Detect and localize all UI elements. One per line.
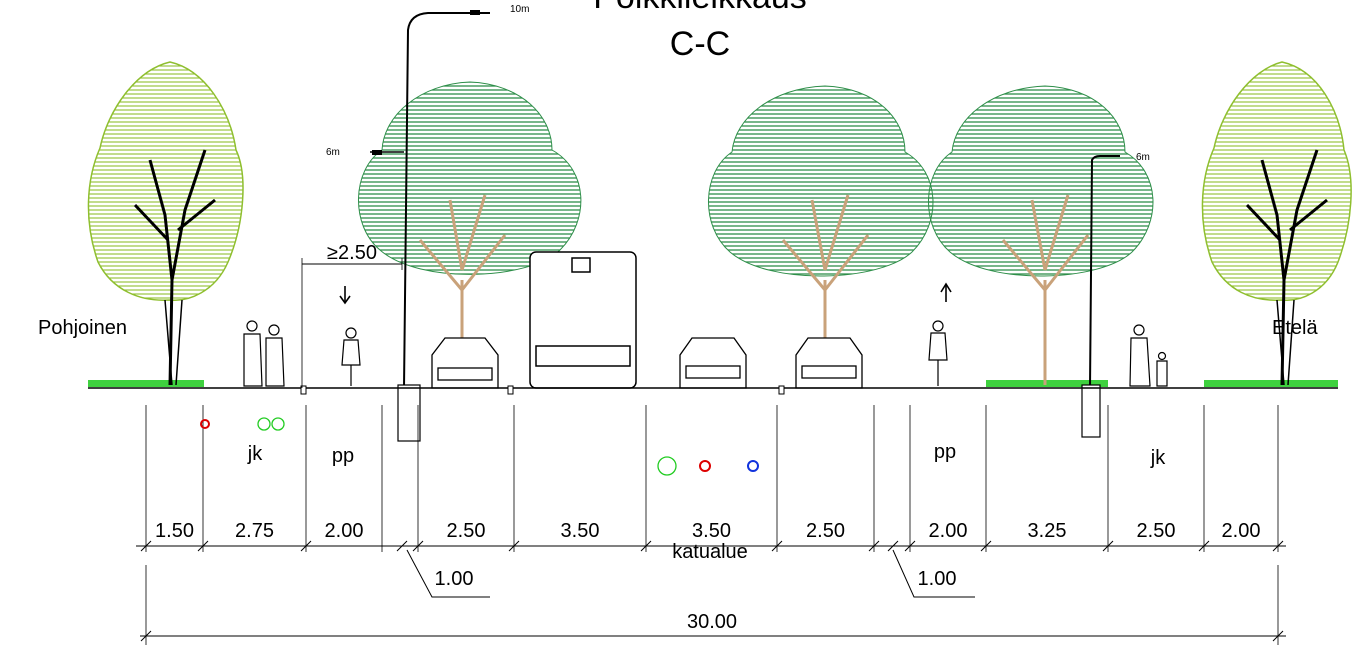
total-width-dimension: 30.00	[140, 565, 1286, 645]
pedestrians-right	[1129, 324, 1168, 387]
cyclist-right	[928, 320, 948, 386]
lane-width-label: 2.50	[447, 520, 486, 542]
grass-right	[1204, 380, 1338, 387]
lane-width-chain: 1.50 2.75 2.00 2.50 3.50 3.50 2.50 2.00 3.25 2.50…	[136, 520, 1286, 552]
utility-red-marker	[200, 419, 210, 429]
dimension-tick	[1272, 540, 1284, 552]
tree-street-2	[708, 85, 934, 385]
arrow-up-icon	[940, 282, 952, 302]
sub-width-left-label: 1.00	[435, 568, 474, 590]
street-area-label: katualue	[672, 541, 748, 563]
arrow-down-icon	[339, 286, 351, 305]
lane-width-label: 2.50	[806, 520, 845, 542]
car-3	[795, 337, 863, 389]
total-width-label: 30.00	[687, 611, 737, 633]
dimension-tick	[640, 540, 652, 552]
street-lamp-right	[1081, 155, 1120, 438]
lane-width-label: 2.00	[1222, 520, 1261, 542]
lane-width-label: 2.00	[929, 520, 968, 542]
curbs	[300, 385, 785, 395]
lane-width-label: 2.50	[1137, 520, 1176, 542]
pedestrians-left	[243, 320, 285, 387]
sub-width-right-label: 1.00	[918, 568, 957, 590]
dimension-tick	[300, 540, 312, 552]
side-left-label: Pohjoinen	[38, 317, 127, 339]
tree-right-birch	[1201, 61, 1352, 386]
sub-width-left: 1.00	[402, 545, 490, 598]
dimension-tick	[1198, 540, 1210, 552]
division-lines	[145, 405, 1279, 552]
lane-width-label: 3.50	[692, 520, 731, 542]
grass-left	[88, 380, 204, 387]
dimension-tick	[197, 540, 209, 552]
bus	[529, 251, 637, 389]
zone-jk-right: jk	[1150, 447, 1166, 469]
utility-markers	[200, 417, 759, 476]
utility-green-marker	[271, 417, 285, 431]
grass-mid-right	[986, 380, 1108, 387]
lamp-height-left-short: 6m	[326, 147, 340, 158]
street-lamp-tall	[370, 10, 490, 442]
tree-left-birch	[87, 61, 244, 386]
car-1	[431, 337, 499, 389]
lane-width-label: 3.25	[1028, 520, 1067, 542]
zone-pp-right: pp	[934, 441, 956, 463]
dimension-tick	[980, 540, 992, 552]
dimension-tick	[1102, 540, 1114, 552]
lane-width-label: 2.00	[325, 520, 364, 542]
dimension-tick	[868, 540, 880, 552]
grass-strips	[88, 380, 1338, 387]
utility-green-marker	[657, 456, 677, 476]
side-right-label: Etelä	[1272, 317, 1318, 339]
dimension-tick	[508, 540, 520, 552]
car-2	[679, 337, 747, 389]
dimension-tick	[904, 540, 916, 552]
lamp-height-tall: 10m	[510, 4, 529, 15]
min-width-label: ≥2.50	[327, 242, 377, 264]
lane-width-label: 3.50	[561, 520, 600, 542]
lane-width-label: 2.75	[235, 520, 274, 542]
dimension-tick	[140, 540, 152, 552]
dimension-tick	[887, 540, 899, 552]
zone-jk-left: jk	[247, 443, 263, 465]
min-width-dimension: ≥2.50	[301, 242, 403, 388]
sub-width-right: 1.00	[892, 549, 975, 598]
dimension-tick	[771, 540, 783, 552]
lane-width-label: 1.50	[155, 520, 194, 542]
lamp-height-right-short: 6m	[1136, 152, 1150, 163]
utility-red-marker	[699, 460, 711, 472]
title-line1: Poikkileikkaus	[593, 0, 807, 16]
tree-street-1	[358, 81, 582, 385]
title-line2: C-C	[670, 25, 730, 63]
utility-blue-marker	[747, 460, 759, 472]
zone-pp-left: pp	[332, 445, 354, 467]
utility-green-marker	[257, 417, 271, 431]
cyclist-left	[341, 327, 361, 386]
tree-street-3	[928, 85, 1154, 385]
